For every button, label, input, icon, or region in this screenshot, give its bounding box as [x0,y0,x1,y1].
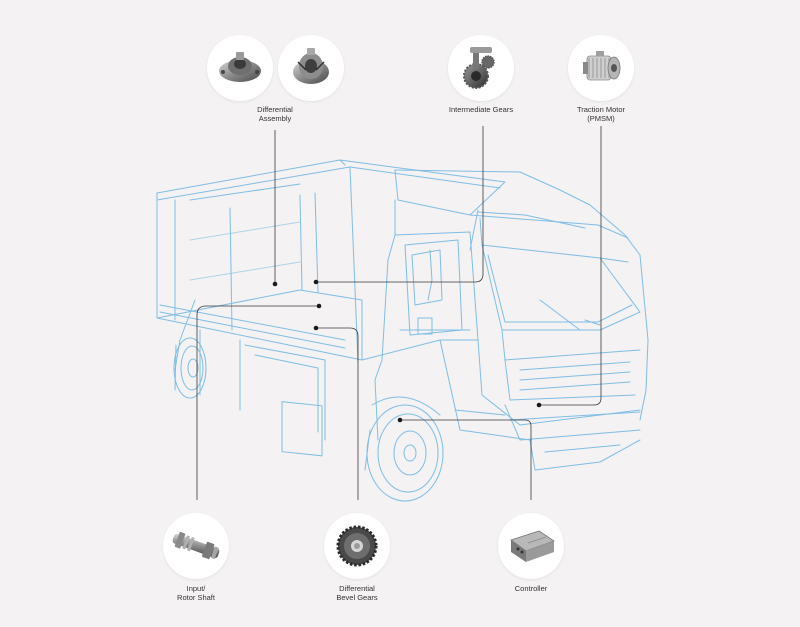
cargo-box [156,159,506,457]
label-controller-line1: Controller [514,584,548,593]
badge-controller [498,513,564,579]
badge-differential-bevel-gears [324,513,390,579]
label-differential-assembly: Differential Assembly [257,105,293,123]
label-intermediate-gears: Intermediate Gears [449,105,513,114]
label-traction-motor: Traction Motor (PMSM) [577,105,625,123]
leader-intermediate-gears [316,126,484,283]
electric-motor-icon [583,51,621,81]
label-input-rotor-shaft: Input/ Rotor Shaft [177,584,215,602]
leader-differential-bevel-gears [317,327,359,500]
badge-intermediate-gears [448,35,514,101]
leader-input-rotor-shaft [196,305,318,500]
label-traction-motor-line1: Traction Motor [576,105,626,114]
label-differential-assembly-line2: Assembly [258,114,292,123]
shaft-icon [172,531,220,560]
leader-traction-motor [540,126,602,406]
leader-controller [400,419,532,500]
label-input-rotor-shaft-line2: Rotor Shaft [177,593,215,602]
anchor-dot-differential-assembly [272,281,278,287]
label-differential-bevel-gears-line1: Differential [339,584,375,593]
badge-traction-motor [568,35,634,101]
anchor-dot-input-rotor-shaft [316,303,322,309]
anchor-dot-traction-motor [536,402,542,408]
label-input-rotor-shaft-line1: Input/ [186,584,206,593]
truck-cab [361,169,649,471]
label-differential-bevel-gears-line2: Bevel Gears [336,593,378,602]
differential-carrier-icon [293,48,329,84]
anchor-dot-intermediate-gears [313,279,319,285]
leader-lines [196,126,602,500]
differential-housing-icon [219,52,261,82]
rear-wheel [173,337,207,399]
truck-wireframe [156,159,649,502]
anchor-dot-differential-bevel-gears [313,325,319,331]
bevel-gear-icon [336,525,378,567]
gear-pair-icon [463,47,495,89]
badge-input-rotor-shaft [163,513,229,579]
controller-box-icon [510,530,555,562]
label-differential-bevel-gears: Differential Bevel Gears [336,584,377,602]
label-intermediate-gears-line1: Intermediate Gears [448,105,514,114]
anchor-dot-controller [397,417,403,423]
label-differential-assembly-line1: Differential [257,105,293,114]
front-wheel [364,396,444,502]
badge-differential-assembly [207,35,344,101]
label-controller: Controller [515,584,548,593]
anchor-dots [272,279,542,423]
label-traction-motor-line2: (PMSM) [587,114,615,123]
